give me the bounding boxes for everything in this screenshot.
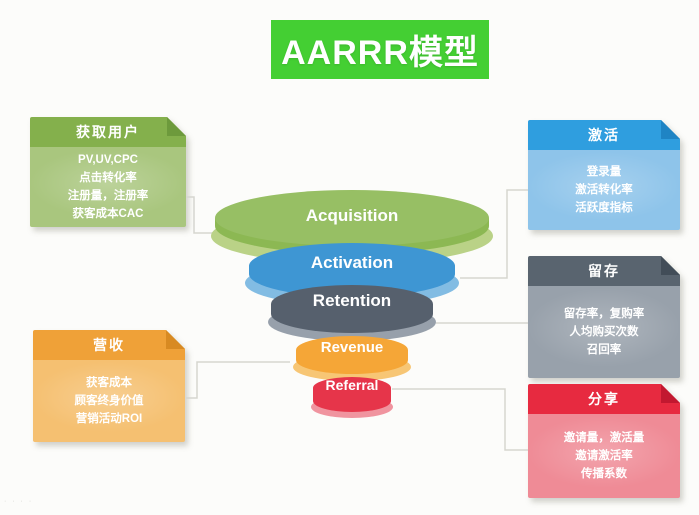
- metric-line: 召回率: [586, 344, 622, 356]
- funnel-layer-revenue: [296, 336, 408, 374]
- connector-acquire: [186, 196, 215, 234]
- metric-line: 营销活动ROI: [75, 413, 143, 425]
- funnel-layer-retention: [271, 285, 433, 333]
- funnel-label-acquisition: Acquisition: [306, 206, 399, 225]
- card-revenue-title: 营收: [33, 330, 185, 360]
- connector-share: [392, 388, 528, 451]
- funnel-label-revenue: Revenue: [321, 339, 384, 356]
- card-activation-title: 激活: [528, 120, 680, 150]
- connector-activation: [460, 189, 528, 279]
- funnel-top-highlight: [215, 190, 489, 246]
- metric-line: 顾客终身价值: [74, 395, 144, 407]
- funnel-layer-referral: [313, 377, 391, 412]
- card-activation-metrics: 登录量 激活转化率 活跃度指标: [528, 150, 680, 230]
- metric-line: 人均购买次数: [569, 326, 639, 338]
- page-title: AARRR模型: [271, 20, 489, 79]
- metric-line: 注册量，注册率: [67, 190, 149, 202]
- card-acquire-title: 获取用户: [30, 117, 186, 147]
- metric-line: PV,UV,CPC: [78, 154, 138, 166]
- metric-line: 邀请激活率: [575, 450, 633, 462]
- card-retention-metrics: 留存率，复购率 人均购买次数 召回率: [528, 286, 680, 378]
- card-share-title: 分享: [528, 384, 680, 414]
- metric-line: 获客成本: [86, 377, 132, 389]
- funnel-label-activation: Activation: [311, 253, 393, 272]
- card-revenue-metrics: 获客成本 顾客终身价值 营销活动ROI: [33, 360, 185, 442]
- watermark: · · · ·: [4, 498, 34, 505]
- metric-line: 传播系数: [581, 468, 627, 480]
- metric-line: 留存率，复购率: [563, 308, 645, 320]
- metric-line: 点击转化率: [79, 172, 137, 184]
- funnel-label-referral: Referral: [326, 377, 379, 393]
- metric-line: 活跃度指标: [575, 202, 633, 214]
- metric-line: 邀请量，激活量: [563, 432, 645, 444]
- funnel-layer-acquisition: [215, 190, 489, 254]
- card-share: 分享 邀请量，激活量 邀请激活率 传播系数: [528, 384, 680, 498]
- metric-line: 获客成本CAC: [72, 208, 144, 220]
- card-retention: 留存 留存率，复购率 人均购买次数 召回率: [528, 256, 680, 378]
- connector-revenue: [186, 361, 290, 399]
- metric-line: 登录量: [586, 166, 622, 178]
- card-activation: 激活 登录量 激活转化率 活跃度指标: [528, 120, 680, 230]
- card-revenue: 营收 获客成本 顾客终身价值 营销活动ROI: [33, 330, 185, 442]
- card-share-metrics: 邀请量，激活量 邀请激活率 传播系数: [528, 414, 680, 498]
- card-acquire-users: 获取用户 PV,UV,CPC 点击转化率 注册量，注册率 获客成本CAC: [30, 117, 186, 227]
- card-acquire-metrics: PV,UV,CPC 点击转化率 注册量，注册率 获客成本CAC: [30, 147, 186, 227]
- funnel-label-retention: Retention: [313, 291, 391, 310]
- metric-line: 激活转化率: [575, 184, 633, 196]
- funnel-layer-activation: [249, 243, 455, 297]
- card-retention-title: 留存: [528, 256, 680, 286]
